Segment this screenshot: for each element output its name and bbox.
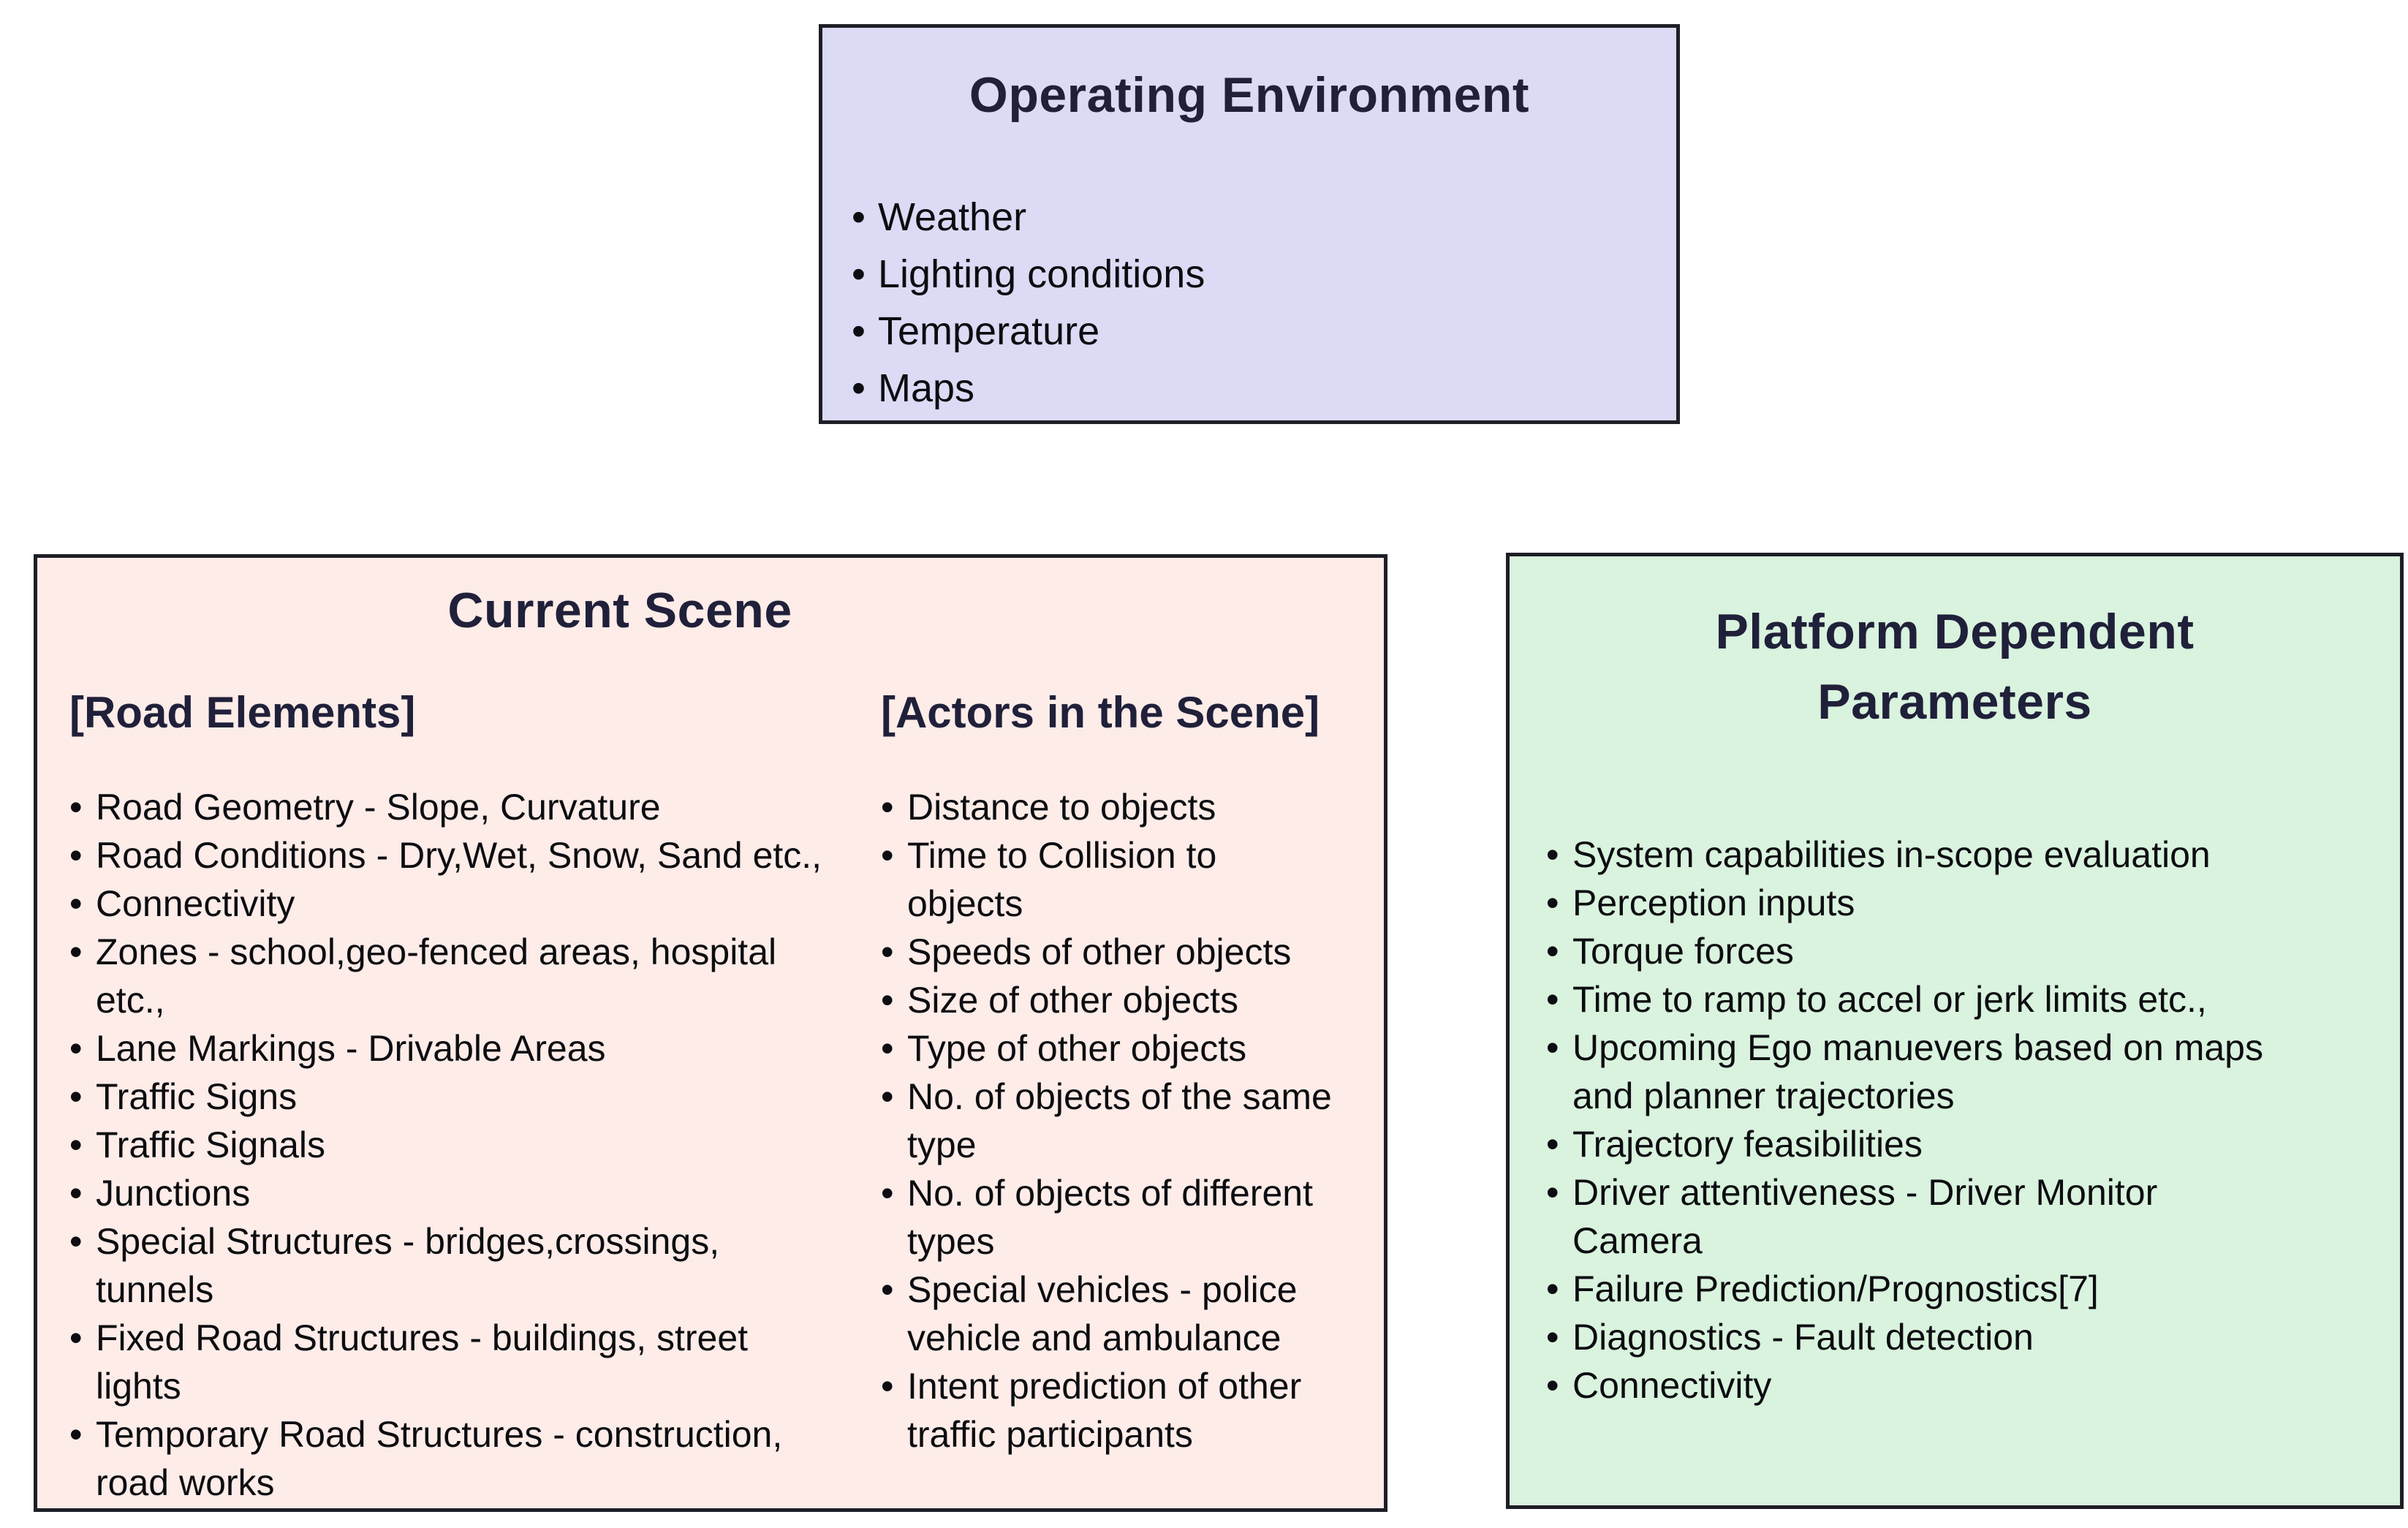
list-item: Traffic Signals [69, 1121, 859, 1169]
platform-dependent-parameters-title: Platform Dependent Parameters [1715, 604, 2195, 730]
list-item: Size of other objects [881, 976, 1369, 1024]
list-item: Special vehicles - police vehicle and am… [881, 1266, 1369, 1362]
list-item: System capabilities in-scope evaluation [1546, 831, 2368, 879]
list-item: Connectivity [1546, 1361, 2368, 1410]
road-elements-list: Road Geometry - Slope, Curvature Road Co… [69, 783, 859, 1507]
list-item: Intent prediction of other traffic parti… [881, 1362, 1369, 1459]
list-item: Time to Collision to objects [881, 831, 1369, 928]
actors-in-scene-header: [Actors in the Scene] [881, 688, 1320, 737]
list-item: Perception inputs [1546, 879, 2368, 927]
list-item: Traffic Signs [69, 1073, 859, 1121]
list-item: Weather [852, 189, 1676, 246]
list-item: Time to ramp to accel or jerk limits etc… [1546, 975, 2368, 1024]
list-item: Fixed Road Structures - buildings, stree… [69, 1314, 859, 1410]
platform-dependent-parameters-box: Platform Dependent Parameters System cap… [1506, 553, 2404, 1509]
list-item: Driver attentiveness - Driver Monitor Ca… [1546, 1168, 2368, 1265]
list-item: Lighting conditions [852, 246, 1676, 303]
actors-in-scene-column: [Actors in the Scene] Distance to object… [859, 685, 1369, 1507]
list-item: Temporary Road Structures - construction… [69, 1410, 859, 1507]
list-item: Torque forces [1546, 927, 2368, 975]
actors-in-scene-list: Distance to objects Time to Collision to… [881, 783, 1369, 1459]
operating-environment-title: Operating Environment [969, 67, 1530, 123]
list-item: Zones - school,geo-fenced areas, hospita… [69, 928, 859, 1024]
list-item: Lane Markings - Drivable Areas [69, 1024, 859, 1073]
list-item: Connectivity [69, 880, 859, 928]
list-item: Temperature [852, 303, 1676, 360]
list-item: Diagnostics - Fault detection [1546, 1313, 2368, 1361]
road-elements-column: [Road Elements] Road Geometry - Slope, C… [69, 685, 859, 1507]
list-item: Junctions [69, 1169, 859, 1217]
list-item: Upcoming Ego manuevers based on maps and… [1546, 1024, 2368, 1120]
list-item: Speeds of other objects [881, 928, 1369, 976]
list-item: Trajectory feasibilities [1546, 1120, 2368, 1168]
list-item: Distance to objects [881, 783, 1369, 831]
list-item: No. of objects of the same type [881, 1073, 1369, 1169]
list-item: Failure Prediction/Prognostics[7] [1546, 1265, 2368, 1313]
road-elements-header: [Road Elements] [69, 688, 416, 737]
list-item: Road Conditions - Dry,Wet, Snow, Sand et… [69, 831, 859, 880]
operating-environment-list: Weather Lighting conditions Temperature … [822, 189, 1676, 417]
current-scene-columns: [Road Elements] Road Geometry - Slope, C… [37, 685, 1384, 1507]
list-item: No. of objects of different types [881, 1169, 1369, 1266]
list-item: Road Geometry - Slope, Curvature [69, 783, 859, 831]
current-scene-title: Current Scene [447, 583, 792, 638]
operating-environment-box: Operating Environment Weather Lighting c… [819, 24, 1680, 424]
current-scene-box: Current Scene [Road Elements] Road Geome… [34, 554, 1387, 1512]
list-item: Special Structures - bridges,crossings, … [69, 1217, 859, 1314]
platform-dependent-parameters-list: System capabilities in-scope evaluation … [1510, 831, 2400, 1410]
list-item: Type of other objects [881, 1024, 1369, 1073]
list-item: Maps [852, 360, 1676, 417]
